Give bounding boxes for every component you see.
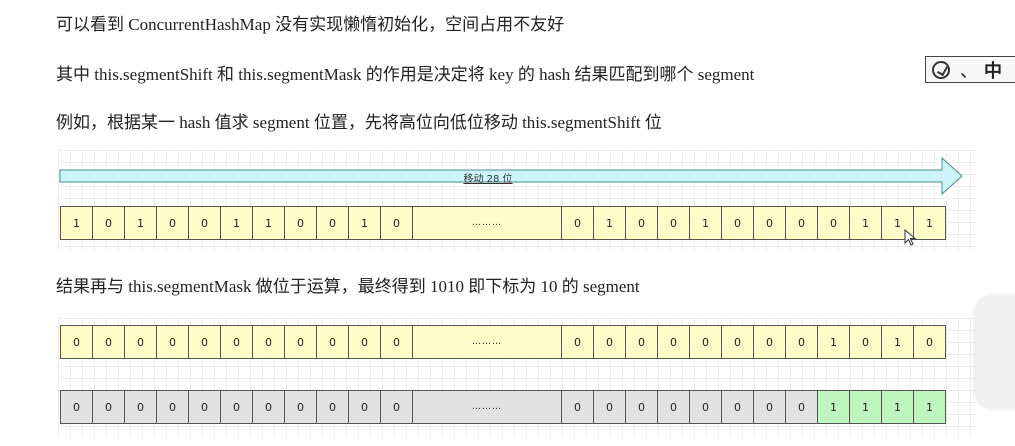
bit-cell: 0	[188, 390, 221, 424]
bit-cell: 0	[60, 325, 93, 359]
bit-cell: 0	[913, 325, 946, 359]
ellipsis-cell: ………	[412, 206, 562, 240]
bit-cell: 0	[689, 390, 722, 424]
bit-cell: 0	[657, 206, 690, 240]
bit-cell: 0	[252, 390, 285, 424]
bit-cell: 0	[689, 325, 722, 359]
ime-separator: 、	[960, 60, 978, 82]
bit-cell: 0	[124, 390, 157, 424]
bit-cell: 0	[124, 325, 157, 359]
bit-cell: 0	[284, 325, 317, 359]
bit-cell: 0	[380, 390, 413, 424]
bit-cell: 0	[721, 390, 754, 424]
bit-cell: 1	[689, 206, 722, 240]
bit-cell: 0	[156, 206, 189, 240]
bit-cell: 0	[92, 325, 125, 359]
bit-cell: 0	[849, 325, 882, 359]
intro-line: 可以看到 ConcurrentHashMap 没有实现懒惰初始化，空间占用不友好	[56, 15, 565, 34]
shift-arrow-label: 移动 28 位	[463, 174, 513, 185]
result-line: 结果再与 this.segmentMask 做位于运算，最终得到 1010 即下…	[56, 277, 640, 296]
bit-cell: 0	[284, 206, 317, 240]
bit-cell: 0	[753, 390, 786, 424]
bit-cell: 0	[188, 206, 221, 240]
mouse-cursor-icon	[904, 229, 917, 246]
bit-cell: 0	[60, 390, 93, 424]
bit-cell: 0	[380, 206, 413, 240]
bit-cell: 1	[348, 206, 381, 240]
ime-circle-icon[interactable]	[932, 60, 950, 79]
bit-cell: 0	[380, 325, 413, 359]
bit-cell: 0	[625, 325, 658, 359]
bit-cell: 0	[625, 206, 658, 240]
result-bit-cell: 1	[817, 390, 850, 424]
example-line: 例如，根据某一 hash 值求 segment 位置，先将高位向低位移动 thi…	[56, 113, 662, 132]
bit-cell: 0	[316, 390, 349, 424]
bit-cell: 1	[817, 325, 850, 359]
ellipsis-cell: ………	[412, 390, 562, 424]
bit-cell: 0	[593, 390, 626, 424]
bit-cell: 1	[913, 206, 946, 240]
bit-cell: 1	[60, 206, 93, 240]
bit-cell: 1	[220, 206, 253, 240]
bit-cell: 0	[753, 325, 786, 359]
bit-cell: 0	[156, 390, 189, 424]
bit-cell: 0	[657, 390, 690, 424]
bit-cell: 0	[316, 206, 349, 240]
bit-cell: 0	[92, 206, 125, 240]
explanation-line: 其中 this.segmentShift 和 this.segmentMask …	[56, 65, 755, 84]
shift-arrow-icon	[59, 156, 963, 196]
bit-cell: 0	[561, 325, 594, 359]
bit-cell: 0	[561, 206, 594, 240]
bit-cell: 0	[625, 390, 658, 424]
bit-cell: 0	[316, 325, 349, 359]
bit-cell: 0	[284, 390, 317, 424]
bit-cell: 0	[252, 325, 285, 359]
bit-cell: 1	[124, 206, 157, 240]
bit-cell: 0	[753, 206, 786, 240]
bit-cell: 0	[721, 206, 754, 240]
bit-cell: 0	[721, 325, 754, 359]
ime-mode-label[interactable]: 中	[984, 60, 1002, 82]
floating-widget[interactable]	[975, 296, 1015, 408]
bit-cell: 0	[657, 325, 690, 359]
result-bit-cell: 1	[849, 390, 882, 424]
bit-cell: 1	[881, 325, 914, 359]
bit-cell: 1	[252, 206, 285, 240]
bit-cell: 1	[881, 206, 914, 240]
bit-cell: 0	[593, 325, 626, 359]
bit-cell: 0	[348, 325, 381, 359]
bit-cell: 1	[849, 206, 882, 240]
bit-cell: 0	[188, 325, 221, 359]
bit-cell: 0	[92, 390, 125, 424]
bit-cell: 0	[348, 390, 381, 424]
bit-cell: 1	[593, 206, 626, 240]
bit-cell: 0	[785, 390, 818, 424]
bit-cell: 0	[220, 390, 253, 424]
bit-cell: 0	[220, 325, 253, 359]
bit-cell: 0	[817, 206, 850, 240]
bit-cell: 0	[785, 325, 818, 359]
bit-cell: 0	[156, 325, 189, 359]
result-bit-cell: 1	[881, 390, 914, 424]
bit-cell: 0	[561, 390, 594, 424]
result-bit-cell: 1	[913, 390, 946, 424]
ime-indicator[interactable]: 、 中	[925, 56, 1015, 83]
ellipsis-cell: ………	[412, 325, 562, 359]
bit-cell: 0	[785, 206, 818, 240]
